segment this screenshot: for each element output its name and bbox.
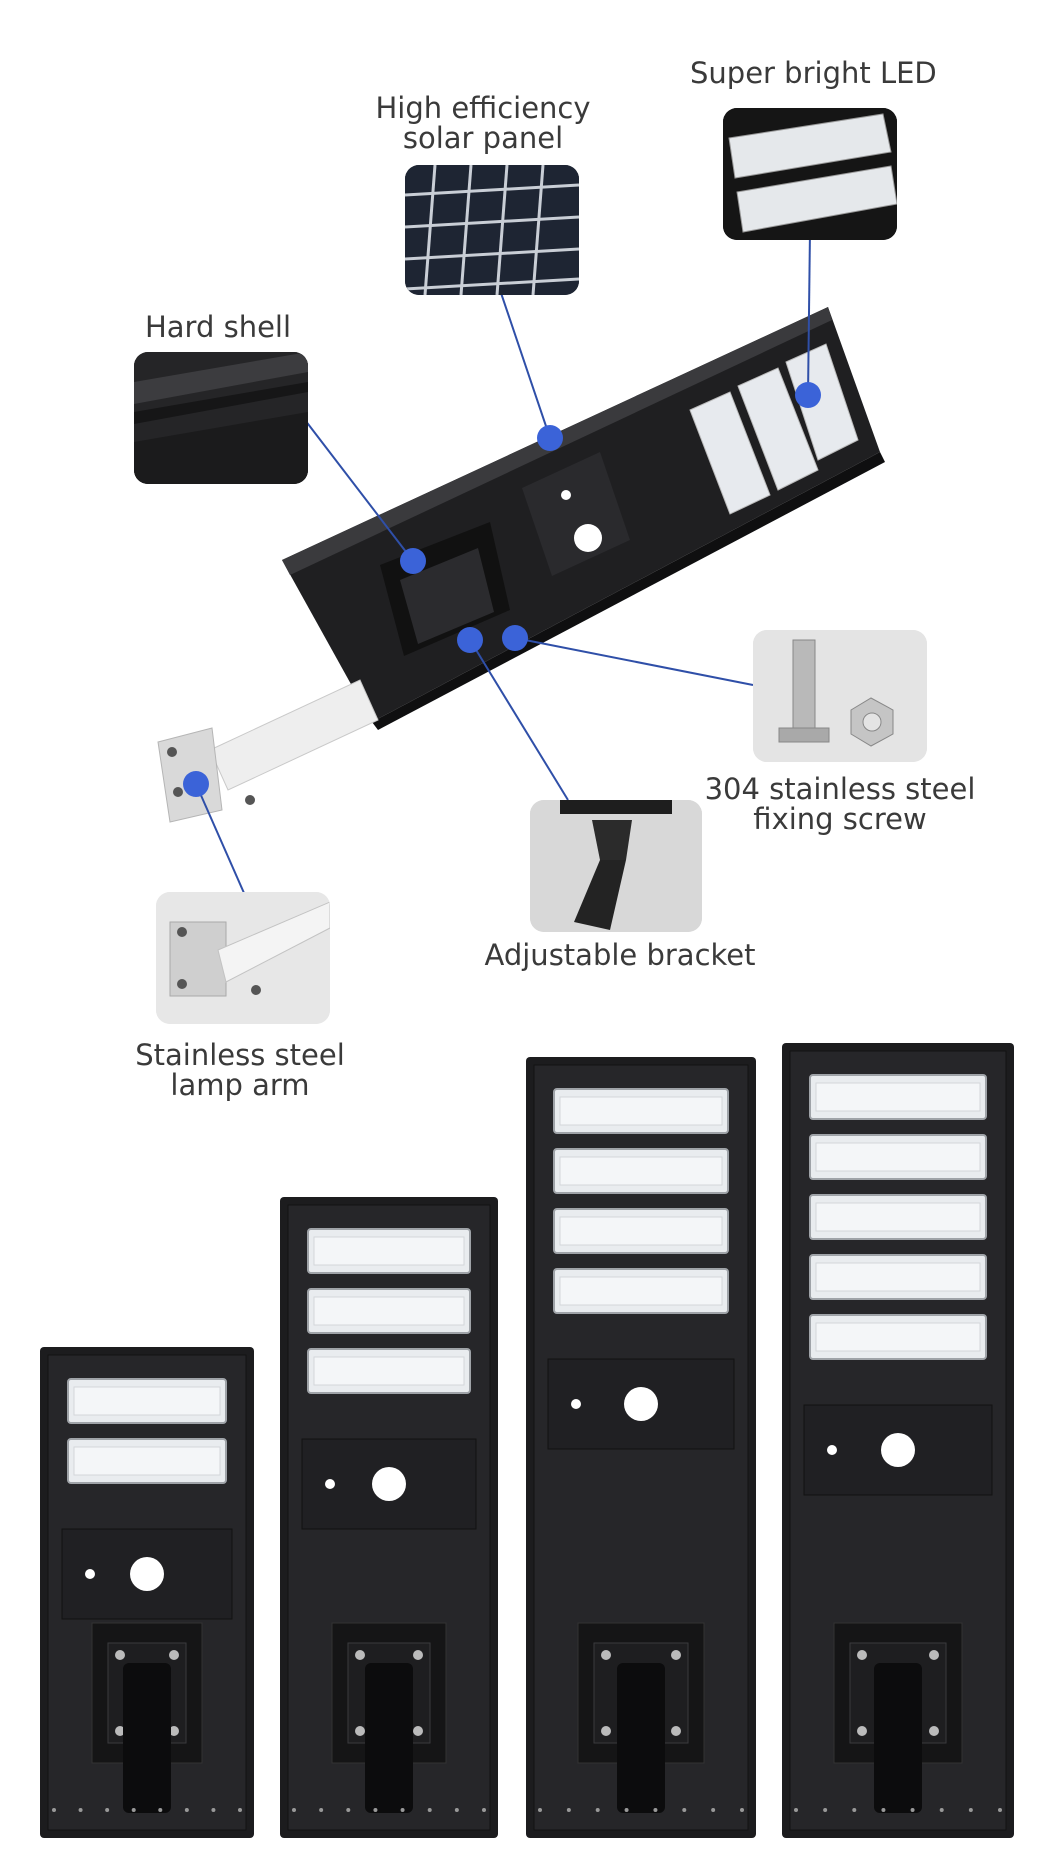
solar-panel-icon <box>405 165 579 295</box>
shell-icon <box>134 352 308 484</box>
bracket-icon <box>530 800 702 932</box>
label-solar-panel-line2: solar panel <box>402 121 564 155</box>
indicator-light <box>85 1569 95 1579</box>
led-thumbnail <box>723 108 897 240</box>
lamp-model-1 <box>40 1347 254 1838</box>
hard-shell-thumbnail <box>134 352 308 484</box>
led-module <box>809 1074 987 1120</box>
bracket <box>874 1663 922 1813</box>
lamp-model-2 <box>280 1197 498 1838</box>
light-sensor <box>624 1387 658 1421</box>
label-lamp-arm-line2: lamp arm <box>170 1068 310 1102</box>
led-module-icon <box>723 108 897 240</box>
light-sensor <box>130 1557 164 1591</box>
led-module <box>809 1314 987 1360</box>
led-module <box>553 1148 729 1194</box>
light-sensor <box>372 1467 406 1501</box>
indicator-light <box>571 1399 581 1409</box>
led-module <box>307 1228 471 1274</box>
callout-dots <box>183 382 821 797</box>
bracket <box>617 1663 665 1813</box>
lamp-model-3 <box>526 1057 756 1838</box>
label-lamp-arm-line1: Stainless steel <box>135 1038 345 1072</box>
led-module <box>307 1288 471 1334</box>
indicator-light <box>827 1445 837 1455</box>
leader-lines <box>195 229 811 894</box>
led-module <box>553 1268 729 1314</box>
adjustable-bracket-thumbnail <box>530 800 702 932</box>
led-module <box>67 1438 227 1484</box>
lamp-arm-icon <box>156 892 330 1024</box>
lamp-model-4 <box>782 1043 1014 1838</box>
led-strips <box>689 343 859 515</box>
lamp-arm-thumbnail <box>156 892 330 1024</box>
label-super-bright-led: Super bright LED <box>690 56 937 90</box>
screw-icon <box>753 630 927 762</box>
led-module <box>553 1208 729 1254</box>
light-sensor <box>881 1433 915 1467</box>
indicator-light <box>325 1479 335 1489</box>
led-module <box>67 1378 227 1424</box>
led-module <box>809 1194 987 1240</box>
label-adjustable-bracket: Adjustable bracket <box>484 938 756 972</box>
led-module <box>809 1254 987 1300</box>
label-solar-panel-line1: High efficiency <box>375 91 591 125</box>
lamp-arm <box>157 679 379 823</box>
label-fixing-screw-line1: 304 stainless steel <box>704 772 976 806</box>
label-hard-shell: Hard shell <box>144 310 292 344</box>
lamp-exploded-view <box>157 229 885 894</box>
bracket <box>365 1663 413 1813</box>
fixing-screw-thumbnail <box>753 630 927 762</box>
bracket <box>123 1663 171 1813</box>
led-module <box>809 1134 987 1180</box>
solar-panel-thumbnail <box>405 165 579 295</box>
label-fixing-screw-line2: fixing screw <box>753 802 927 836</box>
led-module <box>553 1088 729 1134</box>
led-module <box>307 1348 471 1394</box>
